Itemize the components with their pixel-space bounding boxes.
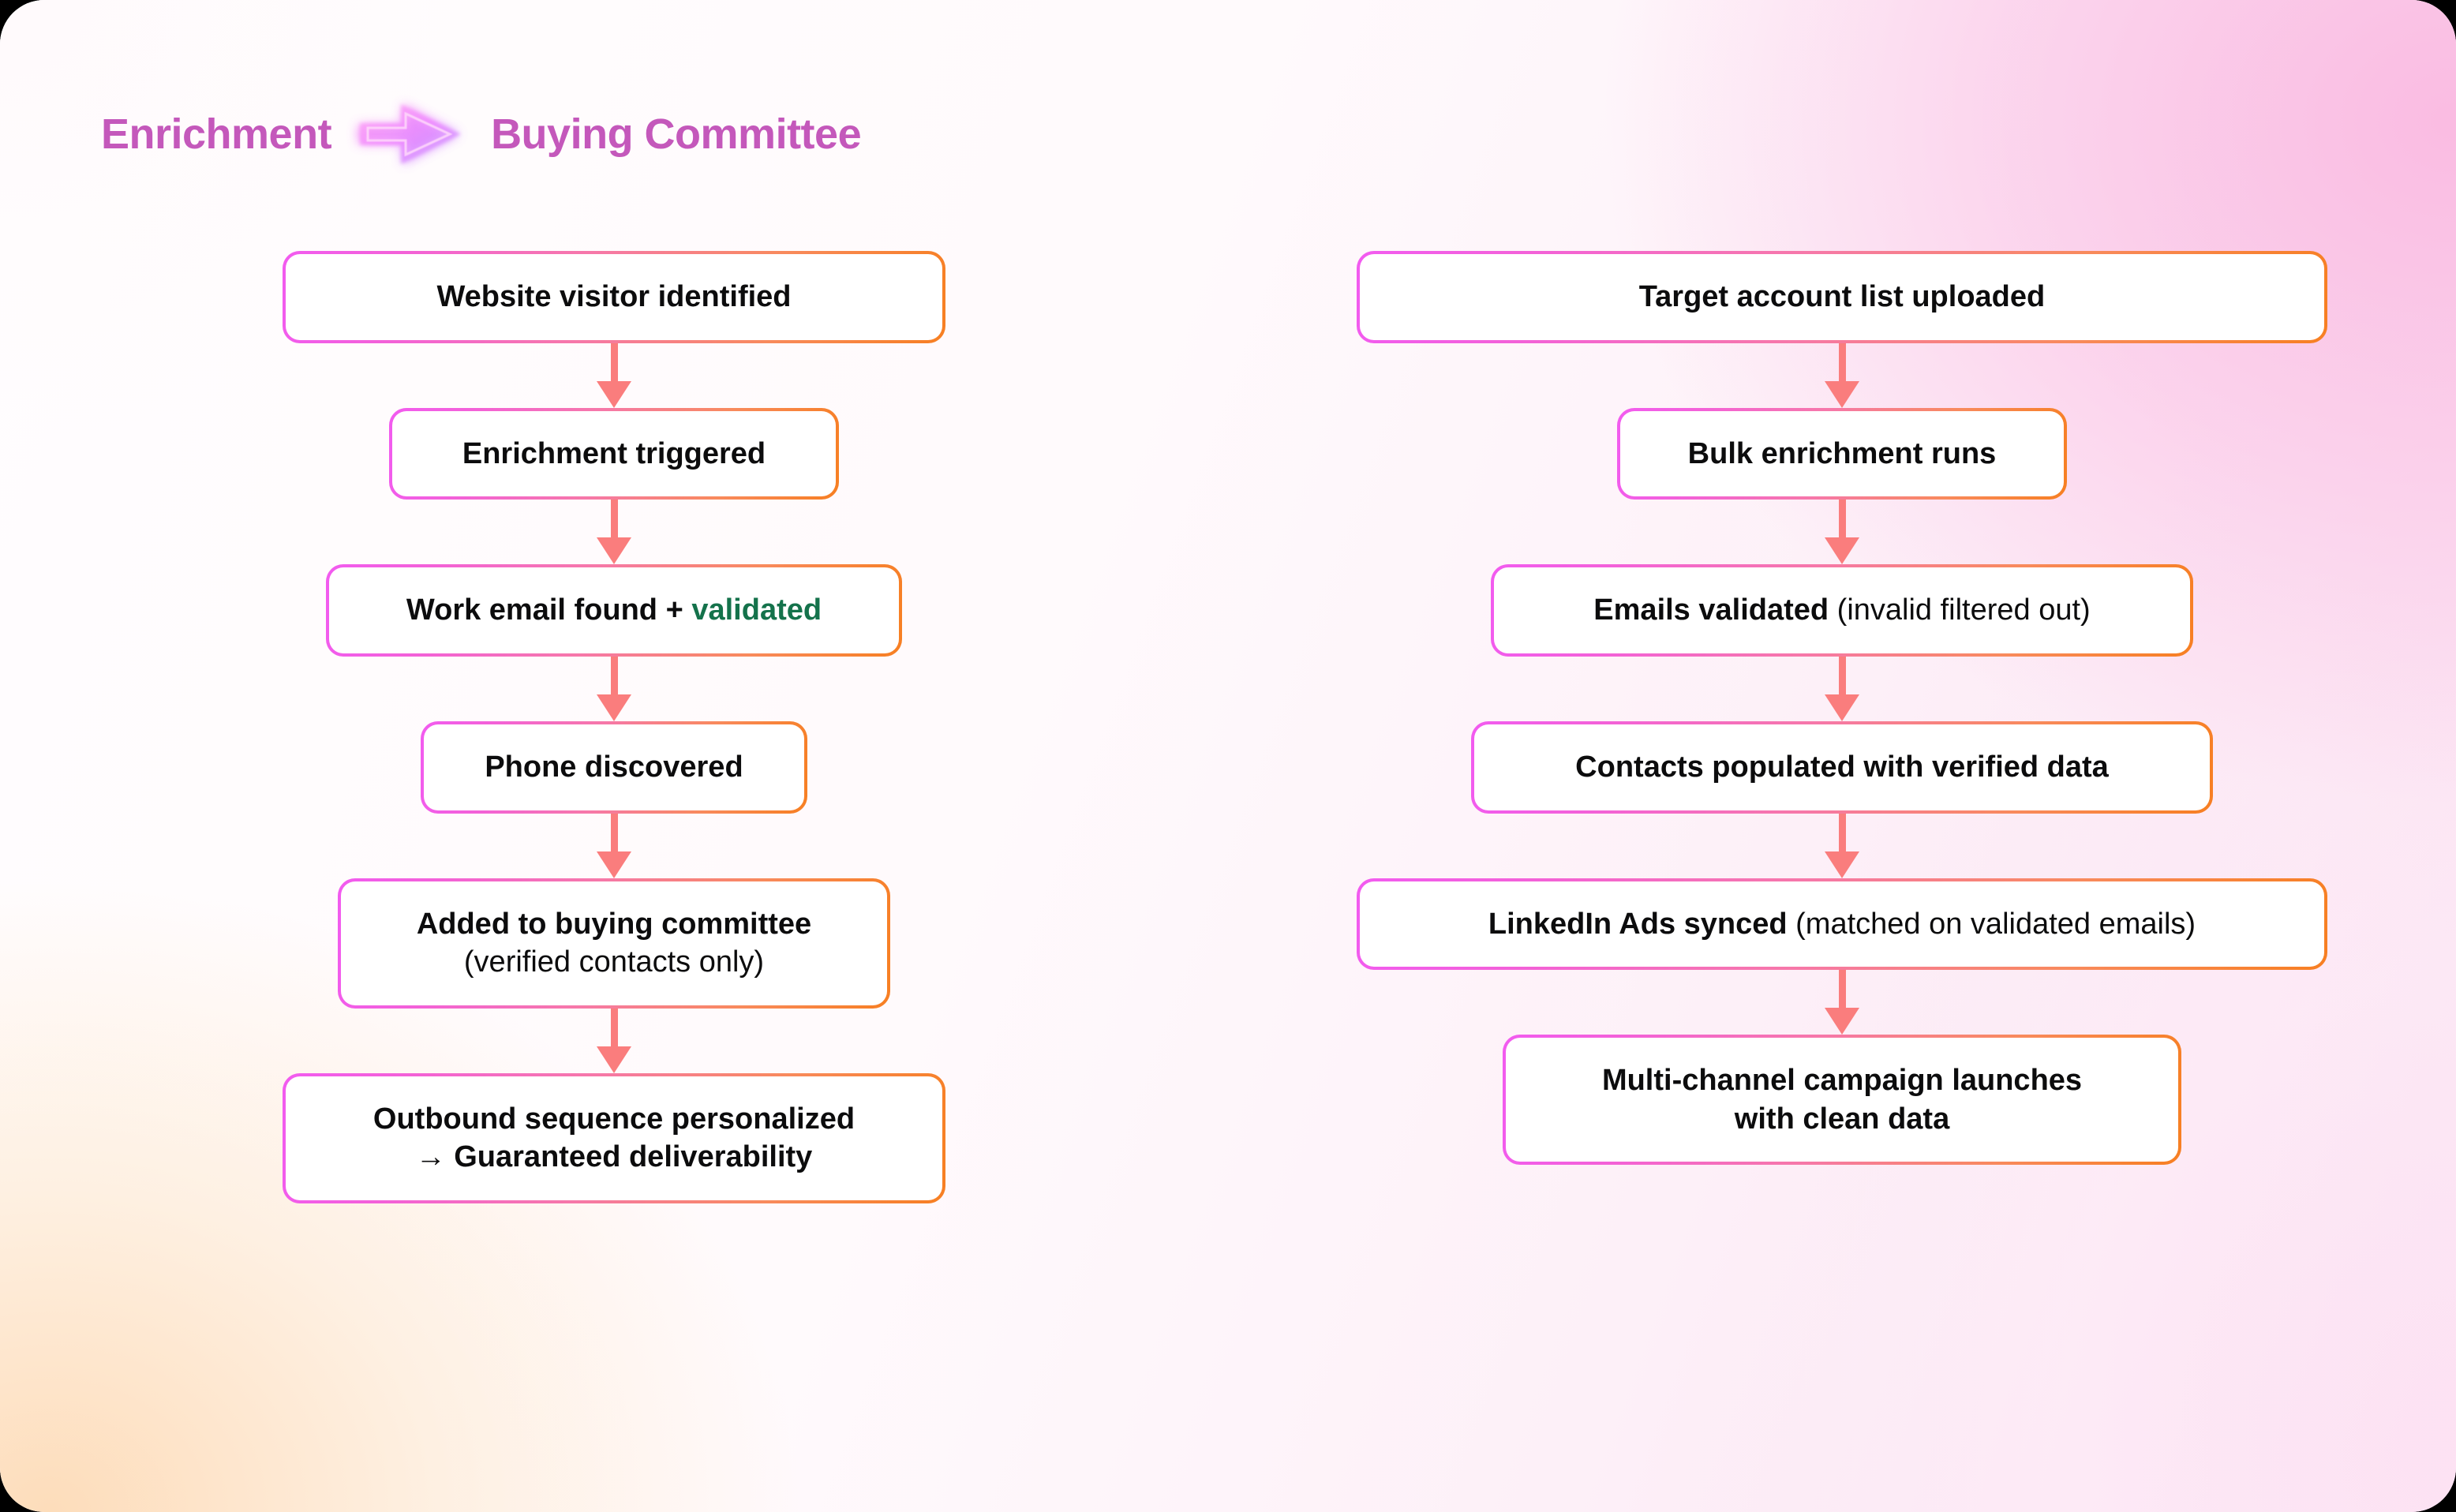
connector-stem: [610, 1008, 618, 1047]
connector-arrowhead: [597, 694, 631, 721]
flow-connector-arrow: [1825, 970, 1859, 1035]
flow-node-phone-discovered[interactable]: Phone discovered: [421, 721, 807, 814]
header-target-label: Buying Committee: [491, 110, 862, 158]
flow-node-text: Bulk enrichment runs: [1687, 436, 1997, 470]
connector-arrowhead: [597, 380, 631, 408]
connector-arrowhead: [1825, 694, 1859, 721]
connector-arrowhead: [597, 537, 631, 565]
column-header-buying-committee: Enrichment: [101, 96, 862, 172]
connector-stem: [1838, 656, 1846, 695]
flow-connector-arrow: [597, 813, 631, 878]
flow-connector-arrow: [597, 342, 631, 408]
flow-connector-arrow: [1825, 656, 1859, 721]
connector-arrowhead: [1825, 380, 1859, 408]
flow-node-emails-validated[interactable]: Emails validated (invalid filtered out): [1491, 564, 2193, 657]
connector-stem: [1838, 970, 1846, 1009]
connector-arrowhead: [1825, 537, 1859, 565]
flow-connector-arrow: [597, 1008, 631, 1073]
connector-stem: [1838, 813, 1846, 852]
connector-stem: [610, 500, 618, 539]
connector-stem: [1838, 500, 1846, 539]
flow-node-text: Website visitor identified: [436, 280, 792, 313]
flow-node-target-account-list-uploaded[interactable]: Target account list uploaded: [1357, 251, 2327, 343]
connector-arrowhead: [597, 851, 631, 878]
flow-node-text: Emails validated (invalid filtered out): [1593, 593, 2091, 627]
flow-node-text: LinkedIn Ads synced (matched on validate…: [1488, 907, 2196, 941]
flow-node-added-to-buying-committee[interactable]: Added to buying committee(verified conta…: [338, 878, 890, 1009]
flow-connector-arrow: [1825, 813, 1859, 878]
flow-node-linkedin-ads-synced[interactable]: LinkedIn Ads synced (matched on validate…: [1357, 878, 2327, 971]
flow-node-text: Enrichment triggered: [462, 436, 766, 470]
flow-node-text: Added to buying committee(verified conta…: [416, 907, 812, 979]
flow-node-text: Outbound sequence personalized→ Guarante…: [373, 1102, 855, 1174]
flow-node-enrichment-triggered[interactable]: Enrichment triggered: [389, 408, 839, 500]
connector-stem: [610, 813, 618, 852]
flow-connector-arrow: [1825, 342, 1859, 408]
flow-node-work-email-found-validated[interactable]: Work email found + validated: [326, 564, 902, 657]
connector-stem: [610, 342, 618, 382]
connector-arrowhead: [1825, 851, 1859, 878]
flow-node-text: Contacts populated with verified data: [1575, 750, 2109, 784]
connector-stem: [1838, 342, 1846, 382]
flow-connector-arrow: [597, 500, 631, 565]
connector-arrowhead: [597, 1046, 631, 1073]
flow-connector-arrow: [1825, 500, 1859, 565]
flow-node-text: Phone discovered: [485, 750, 743, 784]
flow-node-outbound-sequence-personalized[interactable]: Outbound sequence personalized→ Guarante…: [283, 1073, 945, 1203]
flow-node-text: Work email found + validated: [406, 593, 822, 627]
connector-arrowhead: [1825, 1008, 1859, 1035]
flow-node-bulk-enrichment-runs[interactable]: Bulk enrichment runs: [1617, 408, 2067, 500]
flow-node-contacts-populated[interactable]: Contacts populated with verified data: [1471, 721, 2213, 814]
arrow-right-glow-icon: [352, 96, 470, 172]
flow-node-text: Target account list uploaded: [1638, 280, 2046, 313]
header-source-label: Enrichment: [101, 110, 332, 158]
flow-node-website-visitor-identified[interactable]: Website visitor identified: [283, 251, 945, 343]
flow-connector-arrow: [597, 656, 631, 721]
connector-stem: [610, 656, 618, 695]
